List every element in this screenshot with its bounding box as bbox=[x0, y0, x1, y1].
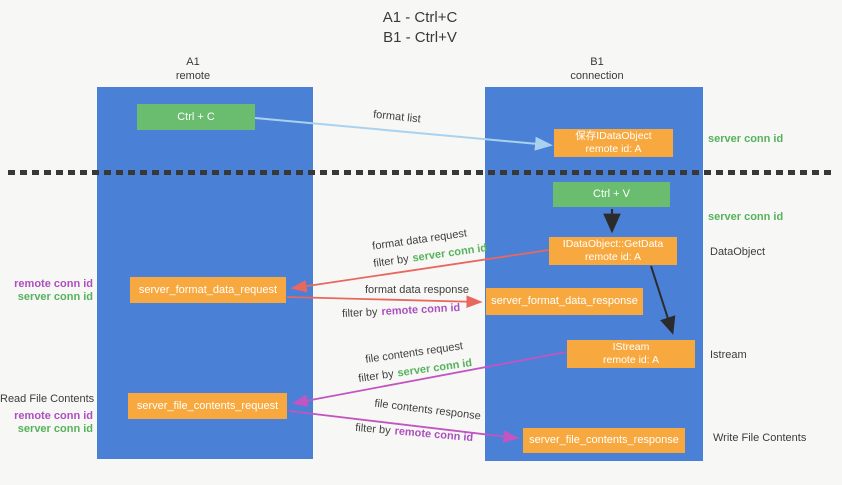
node-file-request-label: server_file_contents_request bbox=[136, 399, 279, 412]
node-istream-line1: IStream bbox=[612, 341, 650, 353]
filter-by-text: filter by bbox=[341, 306, 378, 321]
label-remote-conn-id-1: remote conn id bbox=[14, 278, 93, 290]
node-format-response-label: server_format_data_response bbox=[491, 295, 638, 307]
node-ctrl-v: Ctrl + V bbox=[553, 182, 670, 207]
label-write-file-contents: Write File Contents bbox=[713, 432, 807, 444]
right-column-title: B1 bbox=[590, 56, 604, 68]
label-server-conn-id-top: server conn id bbox=[708, 133, 784, 145]
node-server-format-data-request: server_format_data_request bbox=[130, 277, 286, 303]
node-save-idataobject-line1: 保存IDataObject bbox=[575, 130, 652, 142]
right-column-subtitle: connection bbox=[570, 70, 624, 82]
filter-remote-conn-id-text: remote conn id bbox=[394, 425, 474, 445]
node-server-file-contents-response: server_file_contents_response bbox=[523, 428, 685, 453]
arrow-format-data-response bbox=[286, 295, 483, 308]
node-ctrl-v-label: Ctrl + V bbox=[593, 188, 630, 200]
label-left-conn-pair-2: remote conn id server conn id bbox=[0, 410, 93, 436]
node-save-idataobject-line2: remote id: A bbox=[585, 143, 642, 155]
node-file-response-label: server_file_contents_response bbox=[529, 434, 679, 446]
label-server-conn-id-1: server conn id bbox=[17, 291, 93, 303]
node-istream-line2: remote id: A bbox=[602, 354, 660, 366]
filter-by-text: filter by bbox=[357, 368, 395, 385]
filter-remote-conn-id-text: remote conn id bbox=[381, 301, 461, 319]
title-line-ctrl-v: B1 - Ctrl+V bbox=[383, 29, 457, 46]
node-format-request-label: server_format_data_request bbox=[138, 283, 278, 296]
label-read-file-contents: Read File Contents bbox=[0, 393, 95, 405]
title-line-ctrl-c: A1 - Ctrl+C bbox=[382, 9, 458, 26]
node-ctrl-c: Ctrl + C bbox=[137, 104, 255, 130]
node-server-file-contents-request: server_file_contents_request bbox=[128, 393, 287, 419]
node-istream: IStream remote id: A bbox=[567, 340, 695, 368]
edge-label-format-list: format list bbox=[372, 108, 422, 126]
filter-by-text: filter by bbox=[372, 253, 410, 270]
node-save-idataobject: 保存IDataObject remote id: A bbox=[554, 129, 673, 157]
page-title: A1 - Ctrl+C B1 - Ctrl+V bbox=[320, 8, 520, 48]
left-column-subtitle: remote bbox=[175, 70, 211, 82]
label-left-conn-pair-1: remote conn id server conn id bbox=[0, 278, 93, 304]
edge-label-file-contents-response: file contents response bbox=[373, 397, 482, 423]
left-column-title: A1 bbox=[186, 56, 200, 68]
node-getdata-line1: IDataObject::GetData bbox=[562, 238, 664, 250]
label-dataobject: DataObject bbox=[710, 246, 766, 258]
label-istream: Istream bbox=[710, 349, 747, 361]
dotted-separator bbox=[8, 170, 836, 175]
left-column-header: A1 remote bbox=[133, 55, 253, 83]
node-server-format-data-response: server_format_data_response bbox=[486, 288, 643, 315]
edge-label-format-data-response: format data response bbox=[365, 284, 469, 296]
node-getdata-line2: remote id: A bbox=[584, 251, 642, 263]
right-column-header: B1 connection bbox=[537, 55, 657, 83]
filter-by-text: filter by bbox=[354, 421, 392, 437]
label-server-conn-id-2: server conn id bbox=[17, 423, 93, 435]
node-ctrl-c-label: Ctrl + C bbox=[177, 110, 215, 123]
label-remote-conn-id-2: remote conn id bbox=[14, 410, 93, 422]
node-idataobject-getdata: IDataObject::GetData remote id: A bbox=[549, 237, 677, 265]
label-server-conn-id-mid: server conn id bbox=[708, 211, 784, 223]
